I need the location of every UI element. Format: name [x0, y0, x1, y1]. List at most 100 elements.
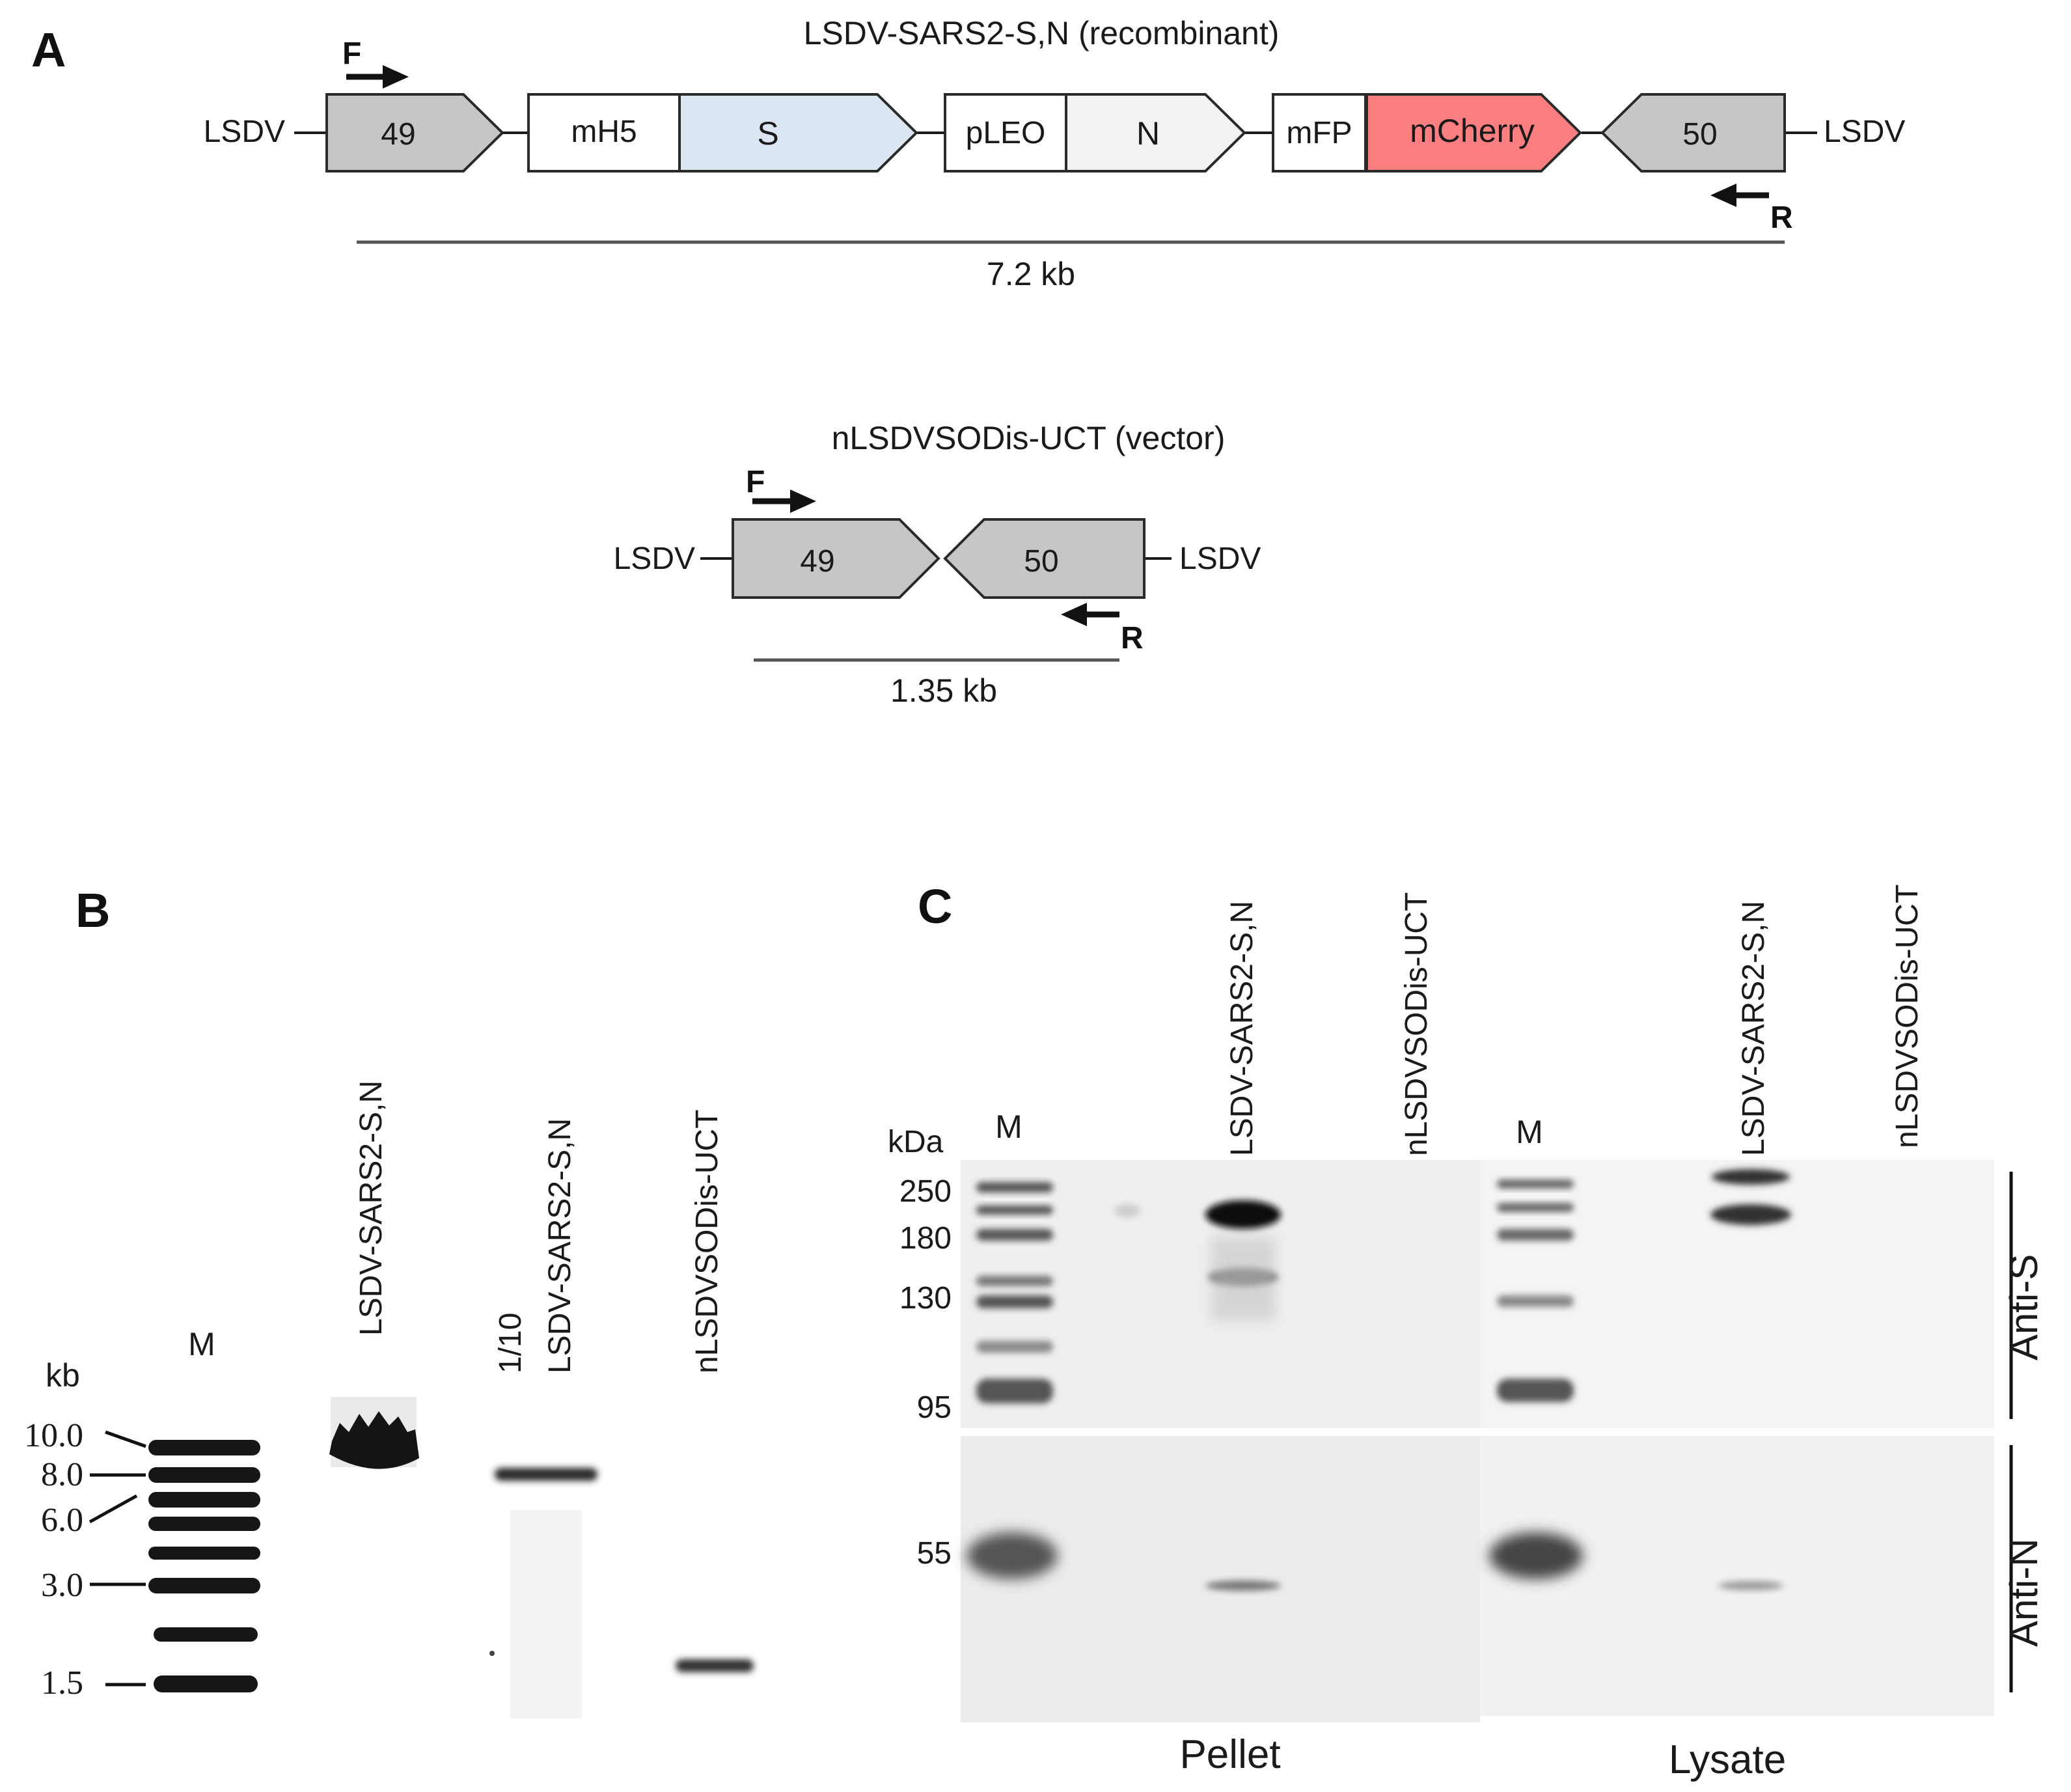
n-gene-block — [1065, 93, 1246, 172]
blot-pellet-marker-label: M — [995, 1109, 1022, 1145]
panel-label-c: C — [918, 879, 952, 933]
ladder-band — [148, 1517, 260, 1531]
primer-f-arrowhead — [383, 65, 409, 89]
blot-lysate-lane-1-label: LSDV-SARS2-S,N — [1736, 901, 1771, 1156]
primer-r-arrowhead — [1061, 603, 1087, 626]
gel-lane-3-label: nLSDVSODis-UCT — [690, 1110, 724, 1373]
flank-right-label: LSDV — [1179, 542, 1261, 576]
ladder-band — [148, 1467, 260, 1483]
gene-49-block — [325, 93, 504, 172]
kda-value: 180 — [899, 1221, 952, 1256]
marker-band — [976, 1276, 1053, 1286]
gene-50-block — [1600, 93, 1786, 172]
primer-r-label: R — [1770, 200, 1793, 235]
ladder-band — [148, 1578, 260, 1593]
gel-lane-3-band — [676, 1659, 754, 1672]
marker-band — [976, 1229, 1053, 1241]
gel-lane-2-band — [495, 1468, 597, 1481]
gel-marker-label: M — [188, 1326, 215, 1362]
western-blot: LSDV-SARS2-S,N nLSDVSODis-UCT LSDV-SARS2… — [888, 885, 2046, 1782]
blot-lysate-marker-label: M — [1516, 1114, 1543, 1150]
mcherry-gene-block — [1365, 93, 1582, 172]
mcherry-gene-label: mCherry — [1410, 113, 1535, 149]
kda-value: 130 — [899, 1281, 952, 1316]
kda-value: 250 — [899, 1174, 952, 1209]
ladder-band — [148, 1440, 260, 1455]
marker-band — [1497, 1229, 1574, 1241]
marker-band — [976, 1379, 1053, 1403]
gel-unit-label: kb — [46, 1357, 80, 1394]
recombinant-title: LSDV-SARS2-S,N (recombinant) — [804, 15, 1280, 51]
gel-speck — [489, 1651, 495, 1656]
marker-band — [1497, 1203, 1574, 1212]
panel-label-a: A — [31, 23, 66, 77]
gel-lane-1-band — [329, 1411, 419, 1469]
gene-49-label: 49 — [381, 117, 415, 152]
marker-band — [976, 1295, 1053, 1308]
blot-lysate-lane-2-label: nLSDVSODis-UCT — [1890, 885, 1925, 1148]
marker-band — [976, 1182, 1053, 1192]
ladder-pointer — [105, 1430, 146, 1448]
ladder-band — [154, 1675, 258, 1692]
gel-lane-2-dilution: 1/10 — [493, 1313, 528, 1373]
ladder-band — [154, 1627, 258, 1642]
primer-f-label: F — [746, 465, 765, 499]
blot-unit-label: kDa — [888, 1125, 944, 1159]
mh5-promoter-block — [527, 93, 681, 172]
lysate-s-band-180 — [1710, 1204, 1791, 1225]
ladder-band — [148, 1492, 260, 1508]
vector-title: nLSDVSODis-UCT (vector) — [832, 420, 1226, 456]
kda-value: 95 — [917, 1390, 952, 1425]
gel-lane-2-label: LSDV-SARS2-S,N — [543, 1118, 577, 1373]
mfp-promoter-label: mFP — [1286, 116, 1352, 150]
panel-label-b: B — [75, 883, 110, 937]
lysate-n-band — [1718, 1581, 1783, 1590]
s-gene-label: S — [757, 115, 778, 152]
lysate-label: Lysate — [1669, 1737, 1786, 1782]
lysate-s-band-250 — [1712, 1169, 1790, 1185]
primer-f-arrowhead — [790, 489, 816, 513]
marker-band — [1497, 1295, 1574, 1307]
ladder-bands — [148, 1440, 260, 1692]
pellet-n-band — [1205, 1580, 1281, 1591]
pellet-marker-band-55 — [967, 1532, 1058, 1579]
gene-49-block — [732, 518, 940, 599]
lysate-marker-band-55 — [1489, 1532, 1583, 1579]
marker-band — [976, 1206, 1053, 1215]
pellet-s-smear — [1211, 1237, 1276, 1321]
mfp-promoter-block — [1272, 93, 1367, 172]
ladder-value: 8.0 — [41, 1456, 83, 1493]
ladder-pointer — [89, 1494, 138, 1524]
ladder-value: 3.0 — [41, 1567, 83, 1604]
marker-band — [1497, 1379, 1574, 1402]
primer-r-label: R — [1121, 621, 1144, 655]
recombinant-construct: LSDV-SARS2-S,N (recombinant) LSDV LSDV 4… — [204, 15, 1906, 292]
gel-lane-2-smear — [510, 1510, 582, 1718]
gene-49-label: 49 — [800, 544, 834, 579]
pleo-promoter-label: pLEO — [966, 116, 1046, 150]
ladder-value: 6.0 — [41, 1502, 83, 1539]
anti-n-label: Anti-N — [2002, 1538, 2046, 1647]
amplicon-size-label: 7.2 kb — [987, 256, 1075, 292]
pellet-label: Pellet — [1179, 1732, 1280, 1777]
gene-50-label: 50 — [1682, 117, 1717, 152]
gene-50-label: 50 — [1024, 544, 1058, 579]
primer-r-arrowhead — [1710, 184, 1736, 207]
lysate-marker-bands — [1497, 1179, 1574, 1402]
anti-s-label: Anti-S — [2002, 1254, 2046, 1360]
blot-pellet-anti-n-membrane — [961, 1436, 1480, 1722]
marker-band — [1497, 1179, 1574, 1189]
ladder-value: 1.5 — [41, 1664, 83, 1702]
flank-left-label: LSDV — [614, 542, 695, 576]
blot-pellet-lane-2-label: nLSDVSODis-UCT — [1399, 892, 1434, 1156]
blot-pellet-lane-1-label: LSDV-SARS2-S,N — [1225, 901, 1259, 1156]
amplicon-size-label: 1.35 kb — [890, 672, 997, 709]
ladder-value: 10.0 — [24, 1417, 83, 1454]
marker-band — [976, 1341, 1053, 1353]
s-gene-block — [678, 93, 918, 172]
mh5-promoter-label: mH5 — [571, 115, 637, 149]
pellet-s-band-180 — [1205, 1200, 1281, 1229]
ladder-band — [148, 1547, 260, 1560]
n-gene-label: N — [1136, 115, 1160, 152]
